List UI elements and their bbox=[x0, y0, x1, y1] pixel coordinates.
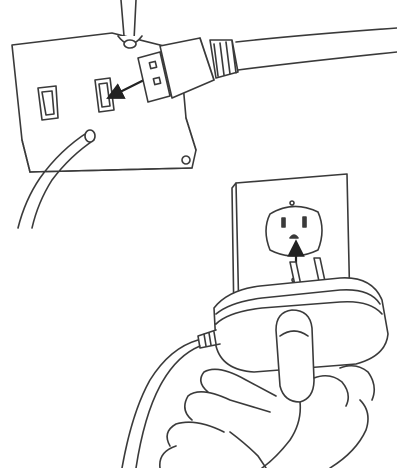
top-cable bbox=[118, 0, 142, 48]
device-port-right bbox=[95, 78, 114, 112]
outlet-slot-icon bbox=[303, 217, 306, 227]
outlet-slot-icon bbox=[282, 218, 285, 227]
ground-hole-icon bbox=[290, 235, 298, 238]
usb-cable bbox=[236, 28, 397, 70]
wall-outlet-panel bbox=[122, 174, 388, 468]
device-port-left bbox=[38, 86, 58, 120]
